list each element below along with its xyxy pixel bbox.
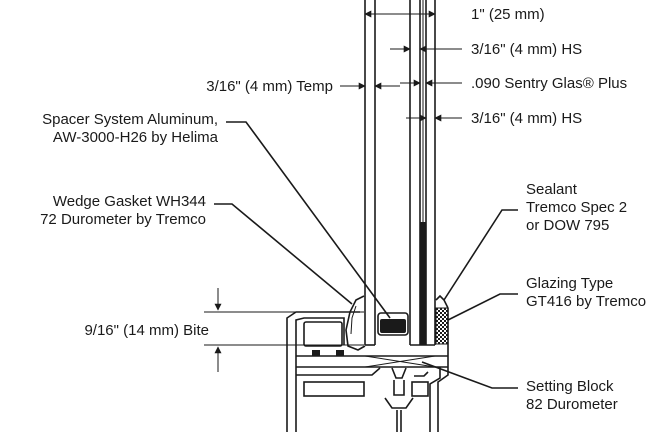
spacer-core [380, 319, 406, 333]
label-sealant-line2: Tremco Spec 2 [526, 199, 627, 216]
label-glazing-line2: GT416 by Tremco [526, 293, 646, 310]
interlayer-solid [420, 222, 426, 345]
lower-cavity-top [296, 367, 381, 376]
dim-overall: 1" (25 mm) [364, 6, 545, 23]
label-interlayer: .090 Sentry Glas® Plus [471, 75, 627, 92]
thermal-break-stem [396, 410, 402, 432]
label-sealant-line1: Sealant [526, 181, 578, 198]
right-cavity-box [411, 381, 429, 397]
dim-outer-lite: 3/16" (4 mm) HS [390, 41, 582, 58]
label-overall-thickness: 1" (25 mm) [471, 6, 545, 23]
dim-temp-lite: 3/16" (4 mm) Temp [206, 78, 400, 95]
frame-outer-profile [286, 311, 360, 432]
leader-sealant [443, 209, 518, 301]
dim-bite: 9/16" (14 mm) Bite [84, 288, 364, 372]
label-spacer-line2: AW-3000-H26 by Helima [53, 129, 219, 146]
label-block-line2: 82 Durometer [526, 396, 618, 413]
frame-gasket-1 [312, 350, 320, 356]
dim-interlayer: .090 Sentry Glas® Plus [400, 75, 627, 92]
thermal-break-lower [384, 397, 414, 409]
leader-glazing [447, 293, 518, 321]
frame-inner-profile [295, 317, 345, 432]
label-inner-lite: 3/16" (4 mm) HS [471, 110, 582, 127]
glass-assembly [364, 0, 436, 346]
wedge-gasket-detail [350, 305, 357, 335]
dim-inner-lite: 3/16" (4 mm) HS [406, 110, 582, 127]
leader-spacer [226, 121, 391, 319]
channel-cross-2 [364, 355, 436, 368]
callout-spacer: Spacer System Aluminum, AW-3000-H26 by H… [42, 111, 391, 319]
wedge-gasket [345, 295, 366, 351]
spacer [377, 312, 409, 336]
right-cavity-top [414, 371, 429, 377]
label-bite: 9/16" (14 mm) Bite [84, 322, 209, 339]
label-glazing-line1: Glazing Type [526, 275, 613, 292]
label-gasket-line2: 72 Durometer by Tremco [40, 211, 206, 228]
label-spacer-line1: Spacer System Aluminum, [42, 111, 218, 128]
sealant-bead [435, 294, 449, 309]
label-temp-lite: 3/16" (4 mm) Temp [206, 78, 333, 95]
thermal-break-body [393, 380, 405, 396]
callout-glazing: Glazing Type GT416 by Tremco [447, 275, 646, 321]
glazing-tape [435, 307, 449, 345]
label-sealant-line3: or DOW 795 [526, 217, 609, 234]
callout-sealant: Sealant Tremco Spec 2 or DOW 795 [443, 181, 627, 301]
frame-right-leg-inner [429, 367, 441, 432]
callout-setting-block: Setting Block 82 Durometer [421, 361, 618, 413]
thermal-break-top [391, 367, 407, 379]
frame-gasket-2 [336, 350, 344, 356]
leader-setting-block [421, 361, 518, 389]
label-gasket-line1: Wedge Gasket WH344 [53, 193, 206, 210]
spacer-body [377, 312, 409, 336]
lower-cavity-box [303, 381, 365, 397]
leader-gasket [214, 203, 353, 305]
label-outer-lite: 3/16" (4 mm) HS [471, 41, 582, 58]
frame-extrusion [286, 308, 449, 432]
frame-right-leg [437, 308, 449, 432]
label-block-line1: Setting Block [526, 378, 614, 395]
frame-cavity [303, 321, 343, 347]
callout-gasket: Wedge Gasket WH344 72 Durometer by Tremc… [40, 193, 353, 305]
